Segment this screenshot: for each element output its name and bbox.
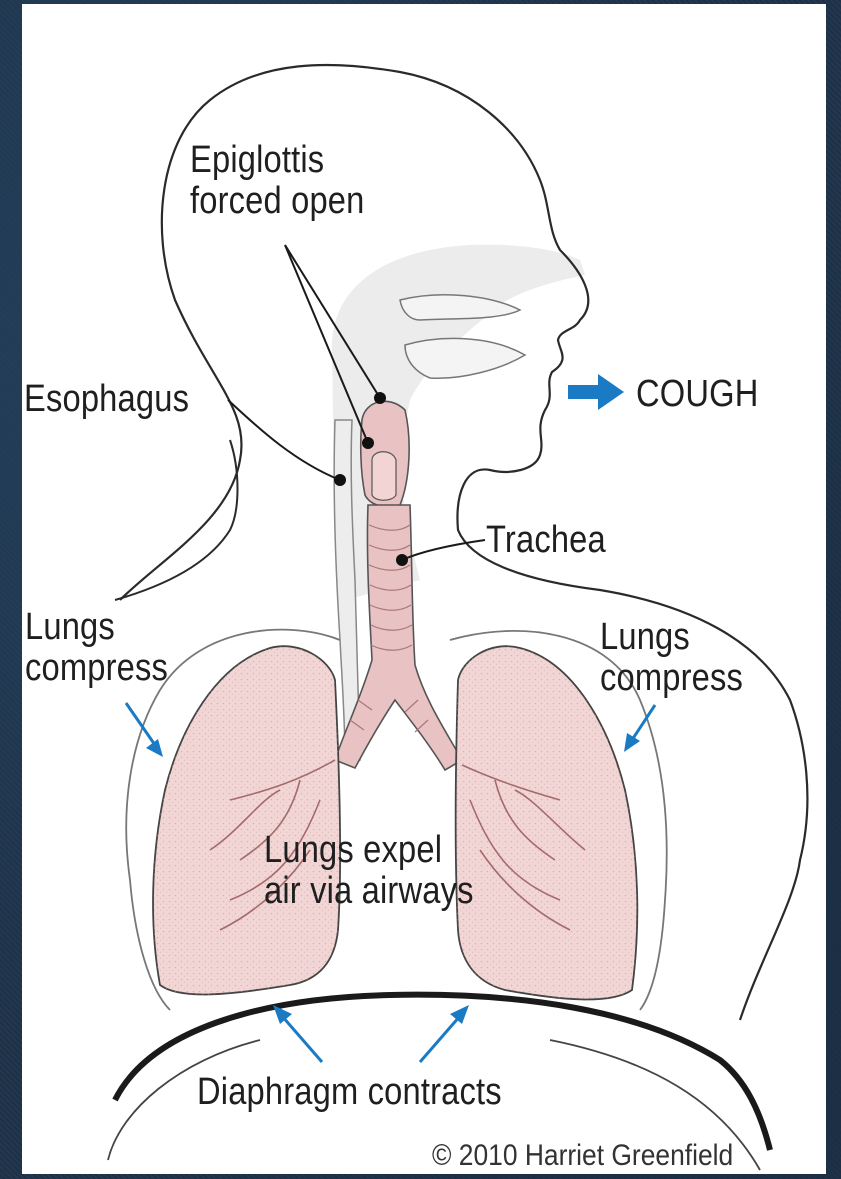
cough-arrow [568, 374, 624, 410]
copyright-notice: © 2010 Harriet Greenfield [432, 1140, 733, 1172]
epiglottis-label: Epiglottis forced open [190, 140, 364, 222]
lungs-compress-right-label: Lungs compress [600, 617, 743, 699]
lungs-compress-left-label: Lungs compress [25, 607, 168, 689]
neck-outline [115, 440, 238, 600]
diagram-panel: Epiglottis forced open COUGH Esophagus T… [22, 4, 826, 1174]
lungs-expel-label: Lungs expel air via airways [264, 830, 474, 912]
diaphragm-label: Diaphragm contracts [197, 1072, 502, 1113]
trachea-label: Trachea [486, 520, 606, 561]
cough-label: COUGH [636, 374, 759, 415]
cough-anatomy-illustration [22, 4, 826, 1174]
right-lung-texture [456, 646, 638, 999]
vocal-cords [372, 452, 396, 501]
diaphragm-arrows [273, 1005, 469, 1062]
esophagus-label: Esophagus [24, 379, 189, 420]
tongue [405, 338, 525, 378]
